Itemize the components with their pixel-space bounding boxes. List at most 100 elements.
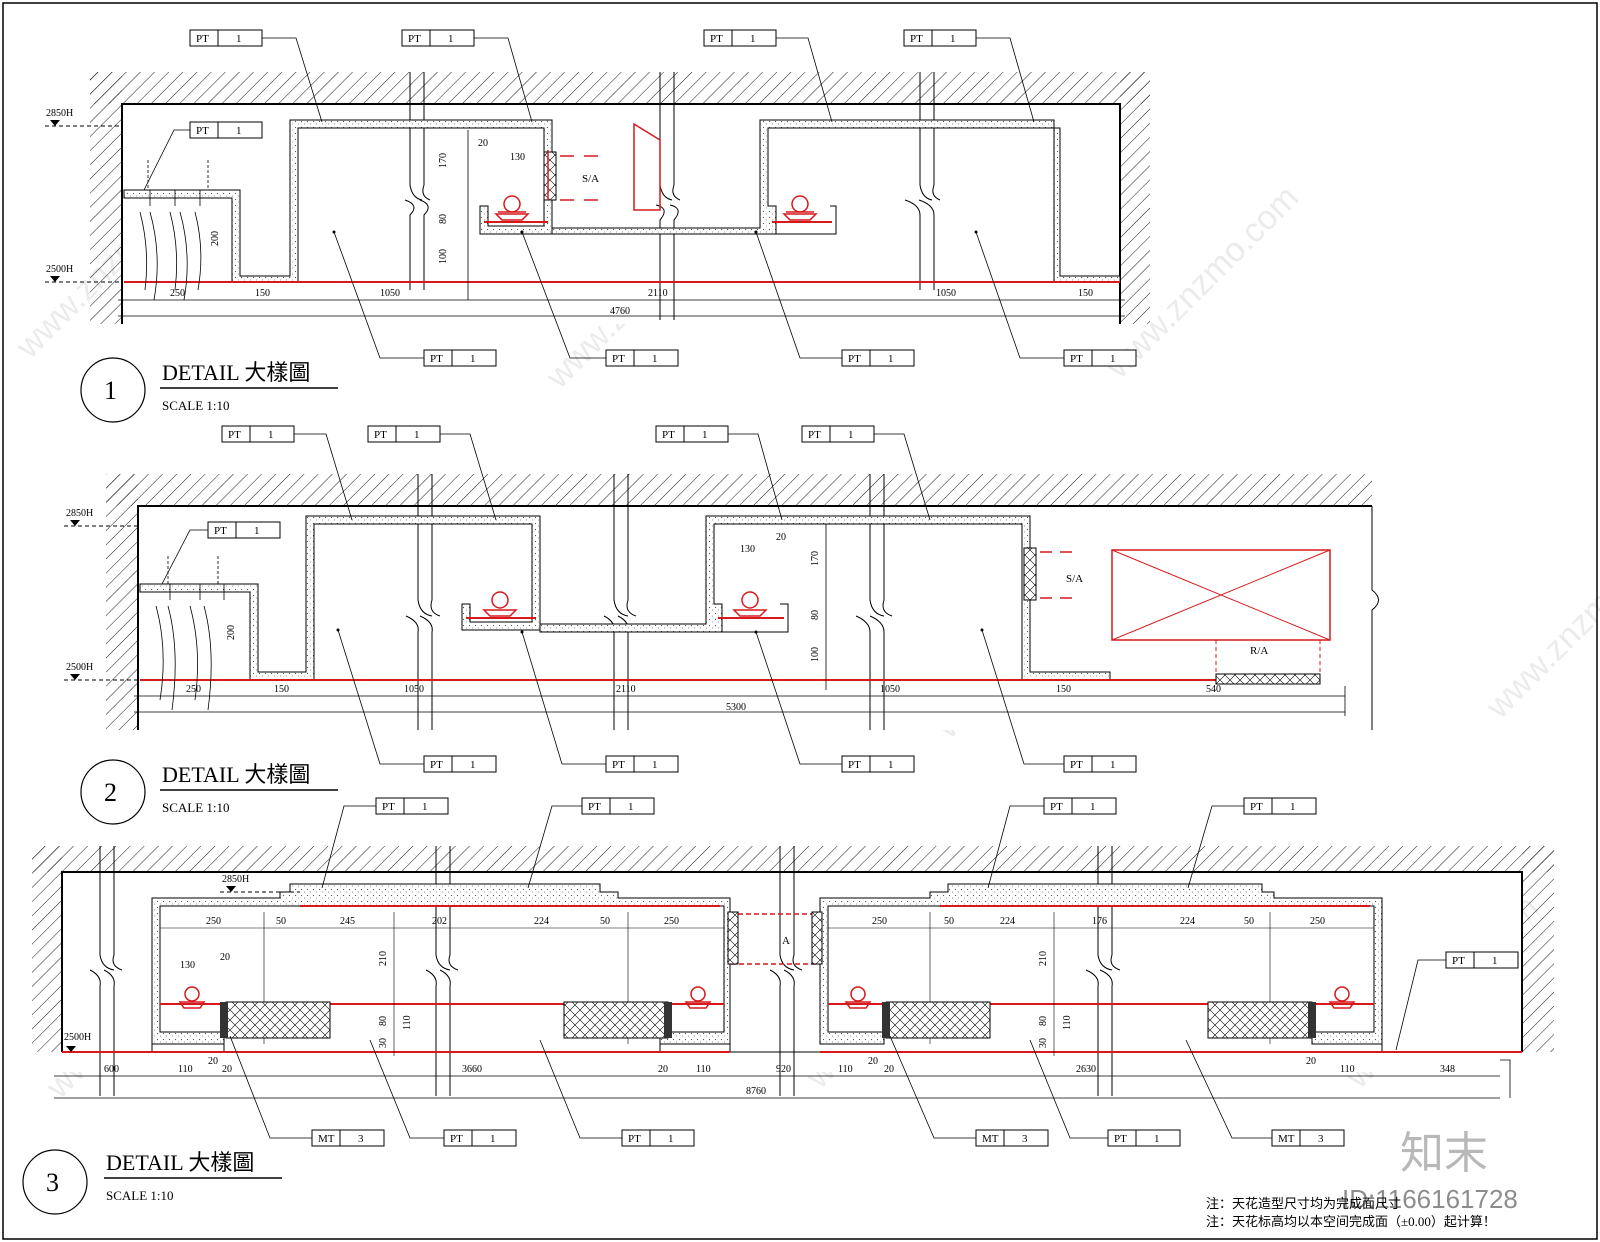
svg-text:PT: PT bbox=[848, 759, 861, 771]
svg-text:250: 250 bbox=[872, 916, 887, 927]
svg-text:110: 110 bbox=[1062, 1015, 1073, 1030]
svg-text:150: 150 bbox=[274, 684, 289, 695]
detail-title: DETAIL 大樣圖 bbox=[106, 1150, 254, 1175]
svg-text:2850H: 2850H bbox=[222, 874, 249, 885]
note-2: 注：天花标高均以本空间完成面（±0.00）起计算！ bbox=[1206, 1214, 1496, 1229]
detail-number-circle bbox=[80, 759, 146, 825]
svg-text:110: 110 bbox=[1340, 1064, 1355, 1075]
svg-text:3660: 3660 bbox=[462, 1064, 482, 1075]
svg-text:130: 130 bbox=[510, 152, 525, 163]
note-1: 注：天花造型尺寸均为完成面尺寸 bbox=[1206, 1196, 1401, 1211]
svg-text:1: 1 bbox=[888, 759, 894, 771]
svg-text:100: 100 bbox=[810, 647, 821, 662]
svg-text:4760: 4760 bbox=[610, 306, 630, 317]
svg-text:224: 224 bbox=[1000, 916, 1015, 927]
svg-text:1: 1 bbox=[888, 353, 894, 365]
svg-text:PT: PT bbox=[612, 353, 625, 365]
tag-pt: PT 1 bbox=[221, 425, 295, 443]
svg-text:250: 250 bbox=[1310, 916, 1325, 927]
tag-pt: PT 1 bbox=[605, 349, 679, 367]
svg-text:1: 1 bbox=[254, 525, 260, 537]
svg-text:20: 20 bbox=[1306, 1056, 1316, 1067]
detail-number-circle bbox=[80, 357, 146, 423]
svg-text:1: 1 bbox=[750, 33, 756, 45]
svg-text:1: 1 bbox=[268, 429, 274, 441]
svg-text:30: 30 bbox=[378, 1038, 389, 1048]
svg-text:1050: 1050 bbox=[404, 684, 424, 695]
svg-text:250: 250 bbox=[170, 288, 185, 299]
svg-text:1: 1 bbox=[652, 353, 658, 365]
svg-text:PT: PT bbox=[662, 429, 675, 441]
sa-label: S/A bbox=[1066, 573, 1083, 585]
svg-text:PT: PT bbox=[228, 429, 241, 441]
svg-text:150: 150 bbox=[1078, 288, 1093, 299]
svg-text:130: 130 bbox=[180, 960, 195, 971]
svg-text:8760: 8760 bbox=[746, 1086, 766, 1097]
svg-text:1050: 1050 bbox=[936, 288, 956, 299]
svg-text:5300: 5300 bbox=[726, 702, 746, 713]
svg-text:1: 1 bbox=[668, 1133, 674, 1145]
svg-text:1: 1 bbox=[1110, 759, 1116, 771]
svg-text:224: 224 bbox=[1180, 916, 1195, 927]
svg-text:1050: 1050 bbox=[880, 684, 900, 695]
svg-text:176: 176 bbox=[1092, 916, 1107, 927]
svg-text:2110: 2110 bbox=[648, 288, 668, 299]
svg-text:110: 110 bbox=[178, 1064, 193, 1075]
detail-number: 2 bbox=[104, 778, 117, 807]
brand-logo: 知末 bbox=[1400, 1129, 1488, 1178]
svg-text:50: 50 bbox=[600, 916, 610, 927]
svg-text:250: 250 bbox=[186, 684, 201, 695]
svg-text:110: 110 bbox=[402, 1015, 413, 1030]
svg-text:210: 210 bbox=[378, 951, 389, 966]
svg-text:1050: 1050 bbox=[380, 288, 400, 299]
sa-label: A bbox=[782, 935, 790, 947]
detail-scale: SCALE 1:10 bbox=[106, 1188, 174, 1203]
svg-text:200: 200 bbox=[210, 231, 221, 246]
svg-text:1: 1 bbox=[950, 33, 956, 45]
svg-text:202: 202 bbox=[432, 916, 447, 927]
svg-text:PT: PT bbox=[408, 33, 421, 45]
svg-text:1: 1 bbox=[414, 429, 420, 441]
detail-1: S/A 2850H 2500H 250 150 1050 2110 1050 1… bbox=[45, 29, 1150, 423]
svg-text:1: 1 bbox=[470, 759, 476, 771]
detail-2: S/A R/A 2850H 2500H 250 150 1050 2110 bbox=[64, 425, 1379, 825]
svg-text:80: 80 bbox=[438, 214, 449, 224]
svg-text:20: 20 bbox=[478, 138, 488, 149]
svg-text:PT: PT bbox=[628, 1133, 641, 1145]
image-id: ID:1166161728 bbox=[1342, 1184, 1518, 1214]
svg-text:210: 210 bbox=[1038, 951, 1049, 966]
svg-text:170: 170 bbox=[438, 153, 449, 168]
tag-pt: PT 1 bbox=[621, 1129, 695, 1147]
svg-text:PT: PT bbox=[710, 33, 723, 45]
svg-text:PT: PT bbox=[808, 429, 821, 441]
svg-text:2500H: 2500H bbox=[64, 1032, 91, 1043]
svg-text:PT: PT bbox=[1070, 759, 1083, 771]
ra-label: R/A bbox=[1250, 645, 1268, 657]
tag-pt: PT 1 bbox=[703, 29, 777, 47]
svg-text:110: 110 bbox=[838, 1064, 853, 1075]
svg-text:1: 1 bbox=[422, 801, 428, 813]
svg-text:150: 150 bbox=[1056, 684, 1071, 695]
svg-text:PT: PT bbox=[214, 525, 227, 537]
svg-text:2500H: 2500H bbox=[66, 662, 93, 673]
svg-text:PT: PT bbox=[374, 429, 387, 441]
svg-text:600: 600 bbox=[104, 1064, 119, 1075]
svg-text:PT: PT bbox=[196, 125, 209, 137]
svg-text:80: 80 bbox=[1038, 1016, 1049, 1026]
